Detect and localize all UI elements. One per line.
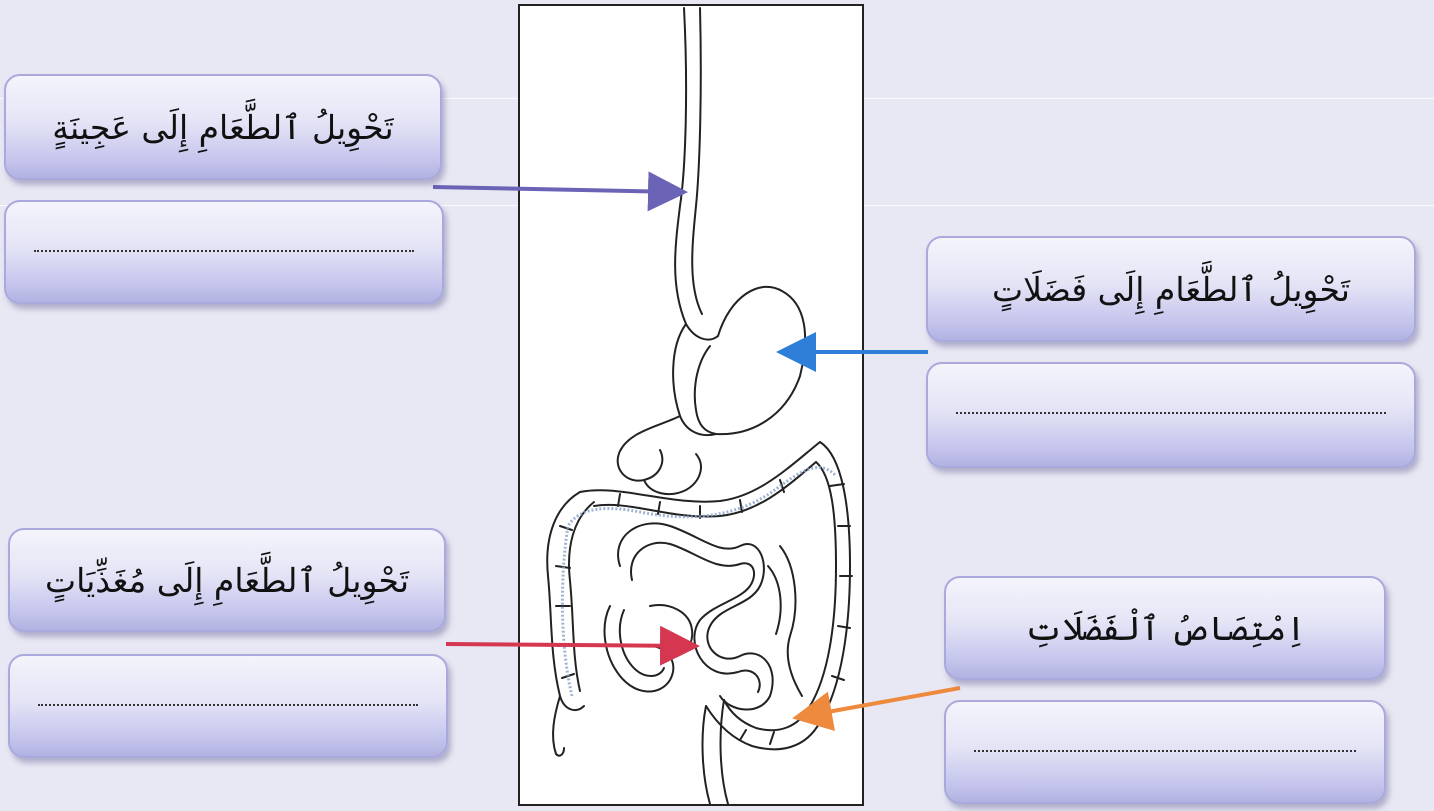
arrow-esophagus: [433, 187, 680, 192]
arrow-small-intestine: [446, 644, 692, 646]
label-box-waste-absorption: اِمْتِصَاصُ ٱلْفَضَلَاتِ: [944, 576, 1386, 680]
arrow-large-intestine: [800, 688, 960, 717]
answer-line-1[interactable]: [34, 250, 414, 252]
answer-line-2[interactable]: [38, 704, 418, 706]
label-box-food-to-waste: تَحْوِيلُ ٱلطَّعَامِ إِلَى فَضَلَاتٍ: [926, 236, 1416, 342]
answer-line-3[interactable]: [956, 412, 1386, 414]
label-food-to-paste: تَحْوِيلُ ٱلطَّعَامِ إِلَى عَجِينَةٍ: [52, 108, 393, 147]
label-box-food-to-nutrients: تَحْوِيلُ ٱلطَّعَامِ إِلَى مُغَذِّيَاتٍ: [8, 528, 446, 632]
answer-box-4[interactable]: [944, 700, 1386, 804]
answer-box-3[interactable]: [926, 362, 1416, 468]
answer-box-2[interactable]: [8, 654, 448, 758]
label-food-to-waste: تَحْوِيلُ ٱلطَّعَامِ إِلَى فَضَلَاتٍ: [992, 270, 1350, 309]
label-food-to-nutrients: تَحْوِيلُ ٱلطَّعَامِ إِلَى مُغَذِّيَاتٍ: [45, 561, 409, 600]
label-waste-absorption: اِمْتِصَاصُ ٱلْفَضَلَاتِ: [1024, 609, 1305, 648]
label-box-food-to-paste: تَحْوِيلُ ٱلطَّعَامِ إِلَى عَجِينَةٍ: [4, 74, 442, 180]
answer-box-1[interactable]: [4, 200, 444, 304]
answer-line-4[interactable]: [974, 750, 1356, 752]
